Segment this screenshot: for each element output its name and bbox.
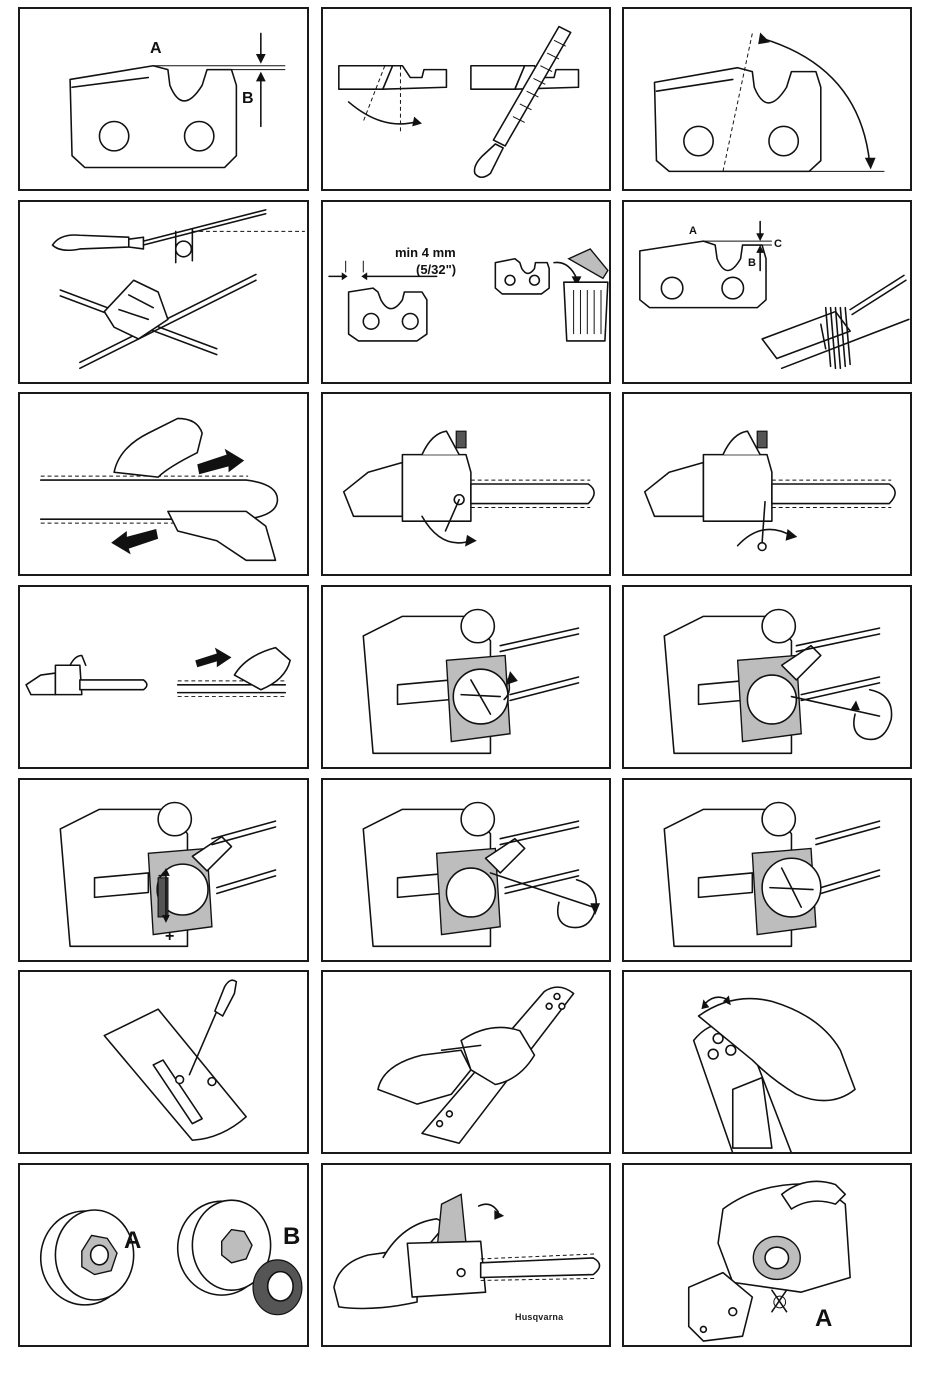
panel-clutch-cover: A: [622, 1163, 912, 1347]
bar-cleaning-drawing: [323, 972, 609, 1152]
panel-file-angle: [321, 7, 611, 191]
label-b: B: [283, 1225, 300, 1249]
clutch-drums-drawing: [20, 1165, 307, 1345]
depth-gauge-tool-drawing: [624, 202, 910, 382]
panel-chain-brake: Husqvarna: [321, 1163, 611, 1347]
panel-depth-gauge-tool: A B C: [622, 200, 912, 384]
label-a: A: [150, 41, 162, 57]
label-c: C: [774, 239, 782, 250]
minus-sign: –: [158, 868, 167, 884]
label-b: B: [242, 91, 254, 107]
cutter-tooth-drawing: [20, 9, 307, 189]
chain-brake-drawing: [323, 1165, 609, 1345]
tensioner-rotate-drawing: [624, 587, 910, 767]
measurement-line2: (5/32"): [416, 263, 456, 276]
panel-tighten-bar-nut: [622, 392, 912, 576]
panel-clutch-drums: A B: [18, 1163, 309, 1347]
panel-tensioner-adjust: – +: [18, 778, 309, 962]
file-guide-drawing: [20, 202, 307, 382]
measurement-line1: min 4 mm: [395, 246, 456, 259]
label-b: B: [748, 258, 756, 269]
bar-brand-text: Husqvarna: [515, 1312, 563, 1322]
panel-min-4mm-discard: min 4 mm (5/32"): [321, 200, 611, 384]
panel-tensioner-lock: [321, 778, 611, 962]
cutter-angle-drawing: [624, 9, 910, 189]
panel-file-guide: [18, 200, 309, 384]
chain-tension-drawing: [20, 394, 307, 574]
min-4mm-drawing: [323, 202, 609, 382]
tensioner-cover-drawing: [323, 587, 609, 767]
plus-sign: +: [165, 929, 174, 945]
saw-tighten-drawing: [624, 394, 910, 574]
label-a: A: [689, 226, 697, 237]
bar-lube-hole-drawing: [20, 972, 307, 1152]
clutch-cover-drawing: [624, 1165, 910, 1345]
label-a: A: [815, 1307, 832, 1331]
panel-bar-lube-hole: [18, 970, 309, 1154]
panel-bar-cleaning: [321, 970, 611, 1154]
bar-nose-drawing: [624, 972, 910, 1152]
panel-cutter-depth-gauge: A B: [18, 7, 309, 191]
chain-lift-drawing: [20, 587, 307, 767]
panel-chain-tension-check: [18, 392, 309, 576]
panel-loosen-bar-nut: [321, 392, 611, 576]
panel-tensioner-cover: [321, 585, 611, 769]
panel-bar-nose-sprocket: [622, 970, 912, 1154]
label-a: A: [124, 1229, 141, 1253]
tensioner-lock-drawing: [323, 780, 609, 960]
file-angle-drawing: [323, 9, 609, 189]
panel-tensioner-closed: [622, 778, 912, 962]
tensioner-closed-drawing: [624, 780, 910, 960]
panel-chain-check-lift: [18, 585, 309, 769]
panel-cutter-angle: [622, 7, 912, 191]
panel-tensioner-rotate: [622, 585, 912, 769]
saw-loosen-drawing: [323, 394, 609, 574]
